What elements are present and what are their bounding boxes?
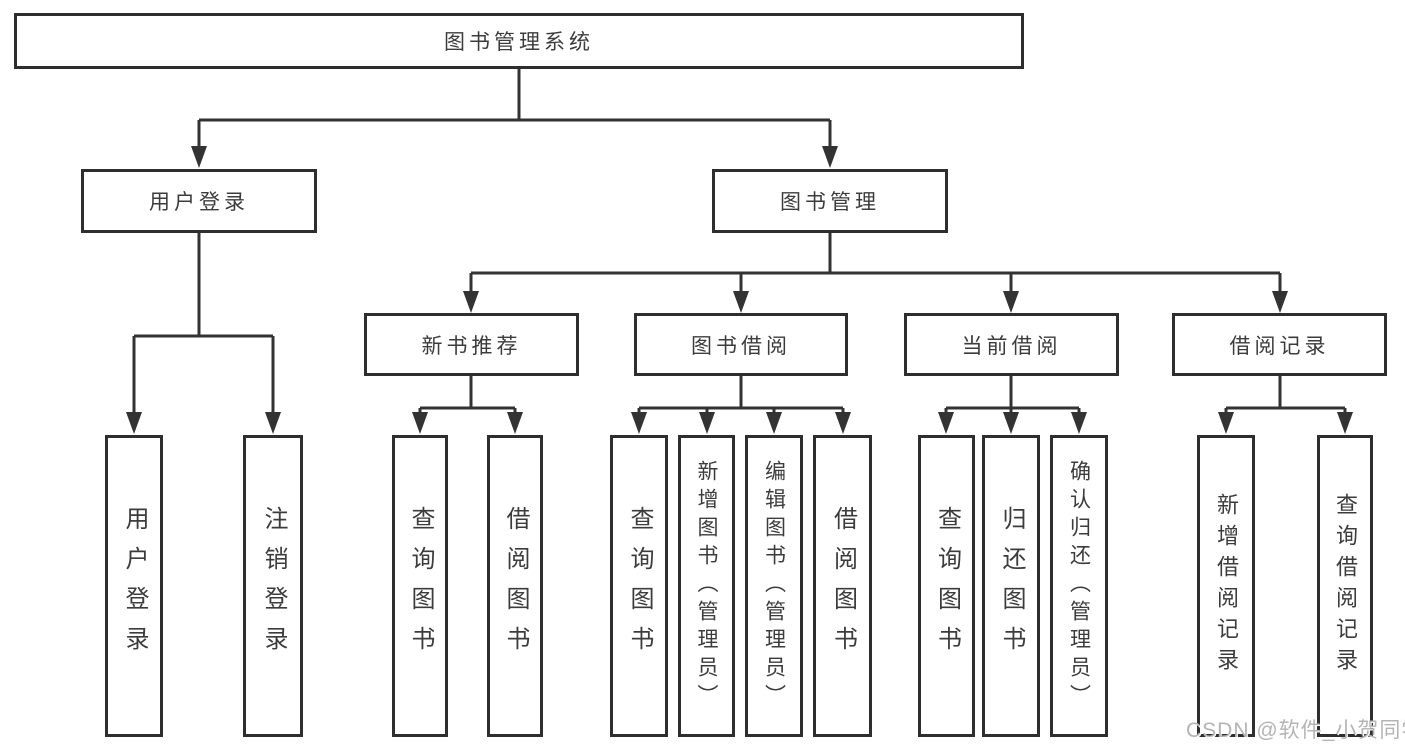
leaf-borrow-query-books-label: 查询图书 <box>626 506 653 666</box>
leaf-newbooks-borrow-books: 借阅图书 <box>487 435 543 737</box>
node-current-borrow: 当前借阅 <box>904 313 1119 376</box>
leaf-borrow-edit-books-admin-label: 编辑图书（管理员） <box>762 460 786 712</box>
node-borrow-records-label: 借阅记录 <box>1229 334 1330 358</box>
leaf-current-query-books-label: 查询图书 <box>933 506 961 666</box>
leaf-newbooks-borrow-books-label: 借阅图书 <box>502 506 529 666</box>
leaf-current-confirm-return-admin: 确认归还（管理员） <box>1050 435 1108 737</box>
leaf-records-query-record: 查询借阅记录 <box>1317 435 1373 737</box>
node-book-borrow: 图书借阅 <box>634 313 848 376</box>
leaf-newbooks-query-books-label: 查询图书 <box>407 506 434 666</box>
leaf-records-query-record-label: 查询借阅记录 <box>1333 493 1358 679</box>
leaf-borrow-borrow-books: 借阅图书 <box>813 435 872 737</box>
leaf-borrow-borrow-books-label: 借阅图书 <box>829 506 857 666</box>
node-current-borrow-label: 当前借阅 <box>961 334 1062 358</box>
leaf-user-login-label: 用户登录 <box>121 506 148 666</box>
leaf-records-add-record-label: 新增借阅记录 <box>1214 493 1239 679</box>
leaf-newbooks-query-books: 查询图书 <box>392 435 448 737</box>
leaf-current-return-books-label: 归还图书 <box>998 506 1025 666</box>
leaf-borrow-add-books-admin-label: 新增图书（管理员） <box>695 460 718 712</box>
node-borrow-records: 借阅记录 <box>1172 313 1387 376</box>
node-root-label: 图书管理系统 <box>444 31 594 54</box>
leaf-borrow-edit-books-admin: 编辑图书（管理员） <box>745 435 803 737</box>
node-book-management-label: 图书管理 <box>780 191 880 214</box>
node-root: 图书管理系统 <box>14 13 1024 69</box>
leaf-current-query-books: 查询图书 <box>918 435 975 737</box>
leaf-records-add-record: 新增借阅记录 <box>1197 435 1255 737</box>
node-user-login-label: 用户登录 <box>149 191 249 214</box>
node-new-book-recommend: 新书推荐 <box>364 313 579 376</box>
node-new-book-recommend-label: 新书推荐 <box>421 334 522 358</box>
watermark: CSDN @软件_小贺同学 <box>1186 719 1405 742</box>
node-book-management: 图书管理 <box>712 169 948 233</box>
leaf-logout-label: 注销登录 <box>260 506 287 666</box>
node-book-borrow-label: 图书借阅 <box>691 334 791 358</box>
node-user-login: 用户登录 <box>81 169 317 233</box>
leaf-user-login: 用户登录 <box>105 435 163 737</box>
leaf-current-confirm-return-admin-label: 确认归还（管理员） <box>1067 460 1091 712</box>
leaf-borrow-query-books: 查询图书 <box>610 435 668 737</box>
leaf-borrow-add-books-admin: 新增图书（管理员） <box>678 435 735 737</box>
leaf-current-return-books: 归还图书 <box>982 435 1040 737</box>
leaf-logout: 注销登录 <box>243 435 303 737</box>
